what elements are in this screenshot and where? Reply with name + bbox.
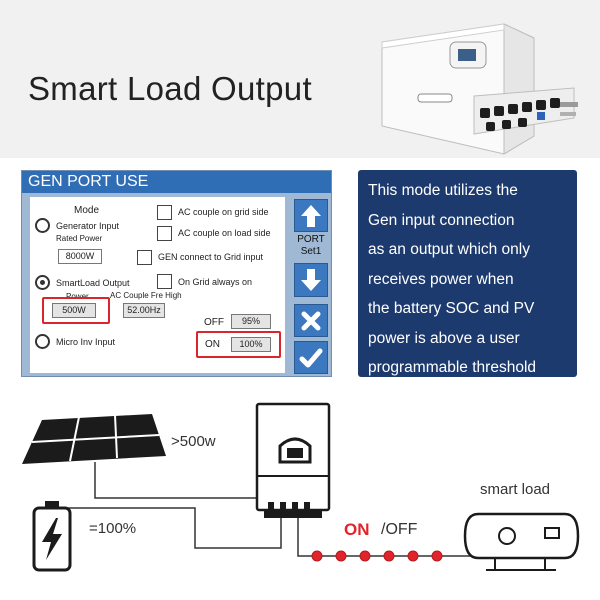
wiring-diagram-graphic (22, 402, 580, 572)
gen-connect-grid-label: GEN connect to Grid input (158, 252, 264, 262)
arrow-down-icon (301, 269, 321, 291)
on-threshold-highlight-box (196, 331, 281, 358)
ac-couple-grid-side-label: AC couple on grid side (178, 207, 269, 217)
generator-input-radio[interactable] (35, 218, 50, 233)
smartload-output-radio[interactable] (35, 275, 50, 290)
mode-label: Mode (74, 205, 100, 216)
pv-power-label: >500w (171, 433, 216, 450)
page-down-button[interactable] (294, 263, 328, 297)
battery-icon (32, 501, 72, 572)
page-up-button[interactable] (294, 199, 328, 232)
page-title: Smart Load Output (28, 70, 312, 107)
cancel-button[interactable] (294, 304, 328, 337)
smart-load-icon (463, 512, 580, 571)
power-label: Power (66, 292, 89, 301)
check-icon (299, 348, 323, 367)
inverter-photo-icon (381, 23, 578, 155)
micro-inv-input-radio[interactable] (35, 334, 50, 349)
solar-panel-icon (22, 414, 166, 464)
rated-power-label: Rated Power (56, 234, 103, 243)
rated-power-input[interactable]: 8000W (58, 249, 102, 264)
ac-couple-load-side-checkbox[interactable] (157, 226, 172, 241)
on-threshold-label: ON (205, 339, 220, 350)
off-state-label: /OFF (381, 521, 418, 538)
port-label-text: PORT (297, 234, 325, 245)
ac-couple-grid-side-checkbox[interactable] (157, 205, 172, 220)
gen-connect-grid-checkbox[interactable] (137, 250, 152, 265)
off-threshold-input[interactable]: 95% (231, 314, 271, 329)
micro-inv-input-label: Micro Inv Input (56, 337, 116, 347)
smartload-output-label: SmartLoad Output (56, 278, 130, 288)
generator-input-label: Generator Input (56, 221, 120, 231)
description-line: programmable threshold (368, 359, 537, 376)
description-line: receives power when (368, 270, 514, 288)
description-line: power is above a user (368, 329, 520, 347)
x-icon (301, 311, 321, 330)
screen-title-bar: GEN PORT USE (22, 171, 331, 193)
battery-soc-label: =100% (89, 520, 137, 537)
on-grid-always-on-label: On Grid always on (178, 277, 253, 287)
output-dot-chain (311, 550, 443, 562)
arrow-up-icon (301, 204, 321, 227)
ac-couple-fre-high-label: AC Couple Fre High (110, 291, 182, 300)
on-grid-always-on-checkbox[interactable] (157, 274, 172, 289)
description-line: the battery SOC and PV (368, 300, 535, 317)
description-line: This mode utilizes the (368, 182, 518, 199)
gen-port-screen: GEN PORT USE Mode Generator Input Rated … (21, 170, 332, 377)
ac-couple-load-side-label: AC couple on load side (178, 228, 271, 238)
wiring-diagram: >500w =100% smart load ON /OFF (0, 390, 600, 600)
inverter-icon (255, 402, 331, 518)
confirm-button[interactable] (294, 341, 328, 374)
set-label-text: Set1 (300, 246, 322, 257)
description-line: Gen input connection (368, 211, 515, 229)
power-highlight-box (42, 297, 110, 324)
ac-couple-fre-input[interactable]: 52.00Hz (123, 303, 165, 318)
smartload-power-input[interactable]: 500W (52, 303, 96, 318)
port-set-label: PORT Set1 (294, 234, 328, 258)
header-banner: Smart Load Output (0, 0, 600, 158)
screen-title: GEN PORT USE (28, 173, 149, 190)
off-threshold-label: OFF (204, 317, 224, 328)
on-threshold-input[interactable]: 100% (231, 337, 271, 352)
smart-load-label: smart load (480, 481, 551, 498)
settings-panel: Mode Generator Input Rated Power 8000W S… (30, 197, 285, 373)
description-line: as an output which only (368, 241, 530, 258)
mode-description-box: This mode utilizes the Gen input connect… (358, 170, 577, 377)
on-state-label: ON (344, 520, 370, 539)
